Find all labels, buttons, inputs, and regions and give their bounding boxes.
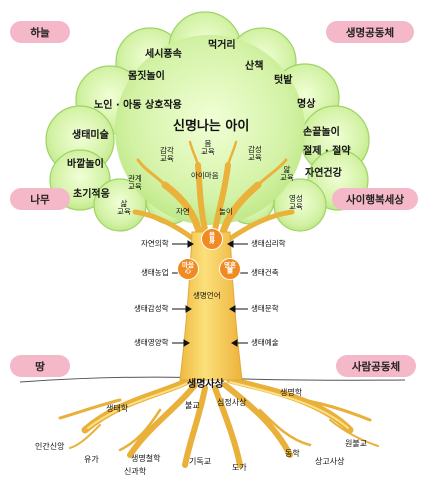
crown-item: 먹거리 bbox=[208, 40, 236, 51]
community-life-pill: 생명공동체 bbox=[326, 21, 414, 43]
root-item: 불교 bbox=[185, 401, 200, 410]
crown-item: 세시풍속 bbox=[145, 49, 182, 60]
root-item: 생태학 bbox=[106, 404, 129, 413]
trunk-left-label: 생태감성학 bbox=[134, 304, 169, 313]
crown-item: 몸짓놀이 bbox=[128, 71, 165, 82]
root-item: 동학 bbox=[285, 449, 300, 458]
root-item: 기독교 bbox=[189, 457, 212, 466]
crown-item: 명상 bbox=[297, 99, 316, 110]
root-item: 상고사상 bbox=[315, 457, 345, 466]
tree-roots bbox=[58, 376, 379, 468]
trunk-center-label: 생명언어 bbox=[193, 291, 221, 300]
crown-item: 초기적응 bbox=[73, 189, 110, 200]
root-item: 유가 bbox=[84, 455, 99, 464]
crown-item: 산책 bbox=[245, 61, 264, 72]
crown-item: 노인 · 아동 상호작용 bbox=[94, 100, 182, 111]
trunk-right-label: 생태문학 bbox=[251, 304, 279, 313]
crown-title: 신명나는 아이 bbox=[173, 119, 250, 134]
root-item: 인간신앙 bbox=[35, 442, 65, 451]
root-item: 심정사상 bbox=[217, 398, 247, 407]
tree-branches bbox=[132, 140, 295, 243]
level-sky-pill: 하늘 bbox=[10, 21, 70, 43]
trunk-left-label: 생태영양학 bbox=[134, 338, 169, 347]
level-ground-pill: 땅 bbox=[10, 355, 70, 377]
community-people-pill: 사람공동체 bbox=[336, 355, 416, 377]
trunk-left-label: 자연의학 bbox=[141, 239, 169, 248]
root-item: 신과학 bbox=[124, 467, 147, 476]
tree-trunk bbox=[179, 231, 243, 381]
root-item: 생명학 bbox=[280, 388, 303, 397]
crown-item: 바깥놀이 bbox=[67, 159, 104, 170]
roots-title: 생명사상 bbox=[187, 379, 224, 390]
branch-nature: 자연 bbox=[176, 207, 190, 216]
trunk-left-label: 생태농업 bbox=[141, 268, 169, 277]
trunk-right-label: 생태심리학 bbox=[251, 239, 286, 248]
root-item: 도가 bbox=[232, 463, 247, 472]
branch-mind-play: 아이마음 bbox=[191, 171, 219, 180]
trunk-right-label: 생태건축 bbox=[251, 268, 279, 277]
root-item: 원불교 bbox=[345, 439, 368, 448]
crown-item: 손끝놀이 bbox=[303, 127, 340, 138]
root-item: 생명철학 bbox=[131, 454, 161, 463]
branch-play: 놀이 bbox=[219, 207, 233, 216]
tree-crown bbox=[45, 11, 370, 232]
crown-item: 절제 · 절약 bbox=[303, 146, 351, 157]
crown-item: 자연건강 bbox=[305, 168, 342, 179]
level-tree-pill: 나무 bbox=[10, 188, 70, 210]
crown-item: 생태미술 bbox=[72, 130, 109, 141]
trunk-right-label: 생태예술 bbox=[251, 338, 279, 347]
community-life-happy-pill: 사이행복세상 bbox=[332, 188, 418, 210]
crown-item: 텃밭 bbox=[274, 75, 293, 86]
